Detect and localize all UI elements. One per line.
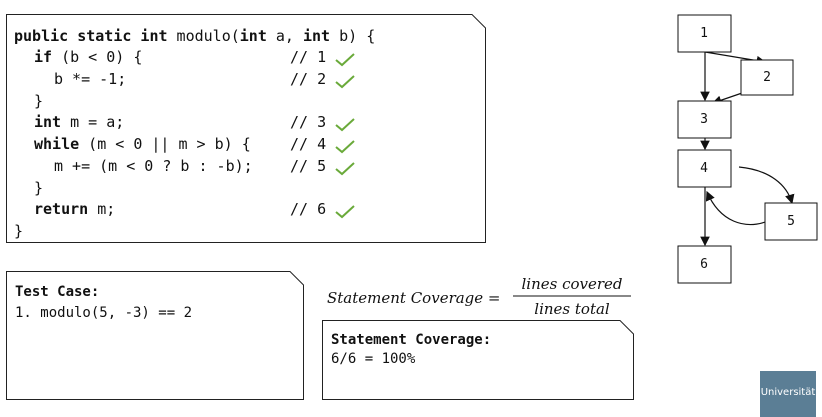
graph-node-label-4: 4	[700, 161, 708, 176]
line-comment-3: // 3	[290, 113, 327, 131]
code-line-update: m += (m < 0 ? b : -b);	[54, 157, 253, 175]
graph-node-5	[764, 202, 818, 241]
check-icon	[335, 53, 355, 67]
check-icon	[335, 118, 355, 132]
graph-node-3	[677, 100, 732, 139]
test-case-panel-frame	[6, 271, 304, 400]
coverage-panel-frame	[322, 320, 634, 400]
graph-node-6	[677, 245, 732, 284]
line-comment-5: // 5	[290, 157, 327, 175]
coverage-value: 6/6 = 100%	[331, 351, 416, 367]
code-line-close-method: }	[14, 222, 24, 240]
code-line-if: if (b < 0) {	[34, 48, 143, 66]
university-logo: Universität	[760, 371, 816, 417]
graph-node-label-3: 3	[700, 112, 708, 127]
graph-node-2	[740, 59, 794, 96]
formula-lhs: Statement Coverage =	[327, 289, 501, 307]
code-line-negate: b *= -1;	[54, 70, 127, 88]
line-comment-6: // 6	[290, 200, 327, 218]
code-line-return: return m;	[34, 200, 116, 218]
test-case-item: 1. modulo(5, -3) == 2	[15, 305, 193, 321]
code-line-while: while (m < 0 || m > b) {	[34, 135, 251, 153]
test-case-title: Test Case:	[15, 284, 100, 300]
edge-5-4	[705, 190, 769, 225]
logo-text: Universität	[760, 387, 816, 398]
formula-numerator: lines covered	[521, 275, 622, 293]
line-comment-4: // 4	[290, 135, 327, 153]
coverage-formula: Statement Coverage = lines covered lines…	[327, 275, 631, 318]
graph-node-1	[677, 14, 732, 53]
line-comment-2: // 2	[290, 70, 327, 88]
check-icon	[335, 162, 355, 176]
code-panel-frame	[6, 14, 486, 243]
graph-node-label-6: 6	[700, 257, 708, 272]
graph-node-label-5: 5	[787, 214, 795, 229]
check-icon	[335, 205, 355, 219]
line-comment-1: // 1	[290, 48, 327, 66]
code-line-close-if: }	[34, 92, 44, 110]
graph-node-label-1: 1	[700, 26, 708, 41]
code-line-assign: int m = a;	[34, 113, 125, 131]
control-flow-graph: 1 2 3 4 5 6	[677, 14, 818, 284]
edge-4-5	[738, 166, 795, 205]
check-icon	[335, 75, 355, 89]
code-line-signature: public static int modulo(int a, int b) {	[14, 27, 376, 45]
graph-node-4	[677, 149, 732, 188]
formula-denominator: lines total	[534, 300, 610, 318]
code-line-close-while: }	[34, 179, 44, 197]
check-icon	[335, 140, 355, 154]
coverage-title: Statement Coverage:	[331, 332, 492, 348]
graph-node-label-2: 2	[763, 70, 771, 85]
